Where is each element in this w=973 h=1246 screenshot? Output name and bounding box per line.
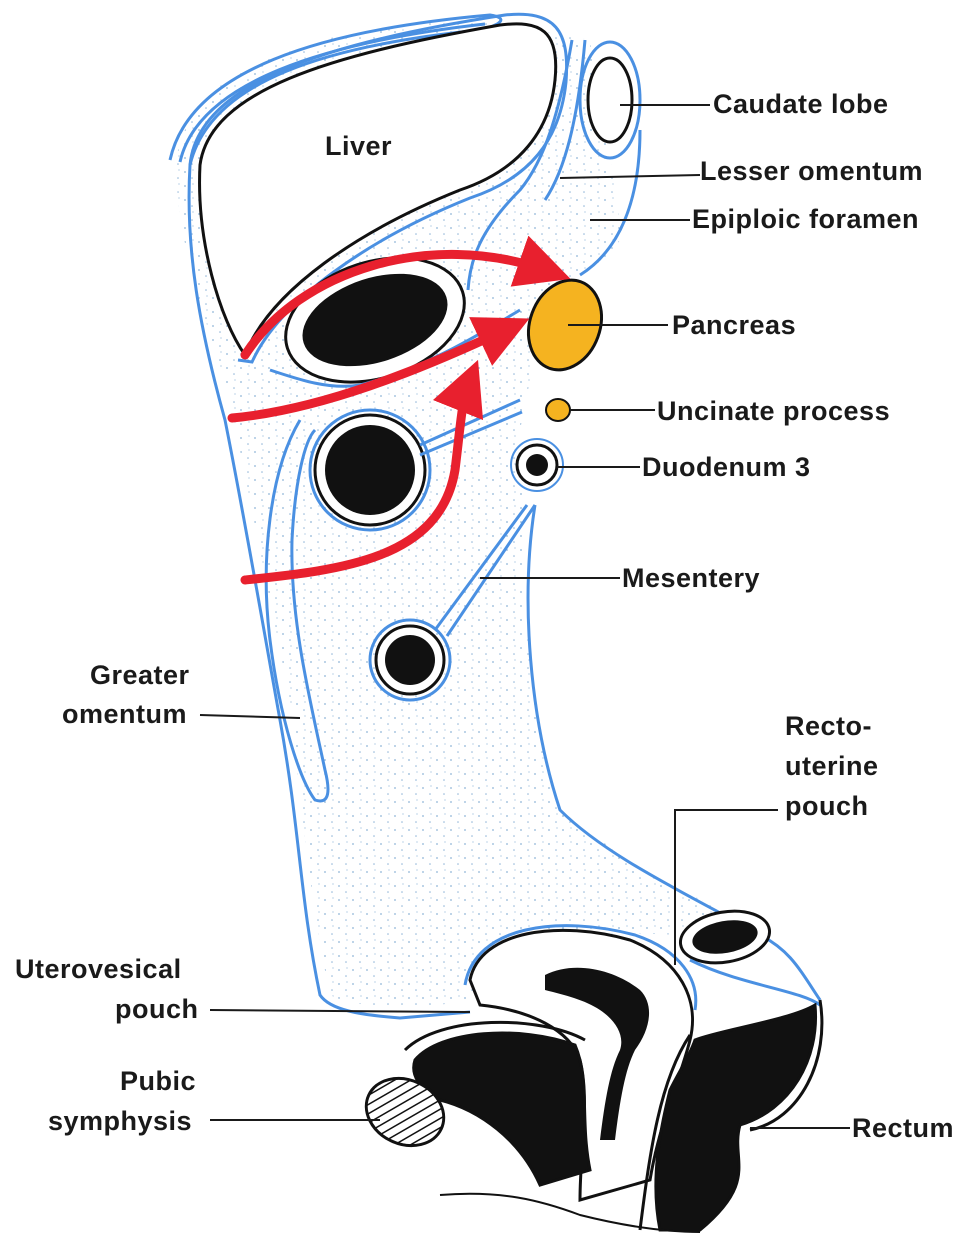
label-uterovesical-2: pouch [115,994,199,1024]
label-rectouterine-3: pouch [785,791,869,821]
label-pubic-1: Pubic [120,1066,196,1096]
label-epiploic-foramen: Epiploic foramen [692,204,919,234]
uncinate-process [546,399,570,421]
label-liver: Liver [325,131,392,161]
leader-uterovesical [210,1010,470,1012]
label-mesentery: Mesentery [622,563,760,593]
label-uncinate-process: Uncinate process [657,396,890,426]
label-greater-omentum-2: omentum [62,699,187,729]
caudate-lobe [588,58,632,142]
label-lesser-omentum: Lesser omentum [700,156,923,186]
label-pubic-2: symphysis [48,1106,192,1136]
label-caudate-lobe: Caudate lobe [713,89,889,119]
duodenum-3-lumen [526,454,548,476]
rectouterine-line [690,960,820,1005]
transverse-colon-lumen [325,425,415,515]
label-duodenum-3: Duodenum 3 [642,452,811,482]
label-rectouterine-1: Recto- [785,711,872,741]
label-uterovesical-1: Uterovesical [15,954,182,984]
small-bowel-lumen [385,635,435,685]
label-rectum: Rectum [852,1113,954,1143]
label-pancreas: Pancreas [672,310,796,340]
label-greater-omentum-1: Greater [90,660,190,690]
label-rectouterine-2: uterine [785,751,879,781]
